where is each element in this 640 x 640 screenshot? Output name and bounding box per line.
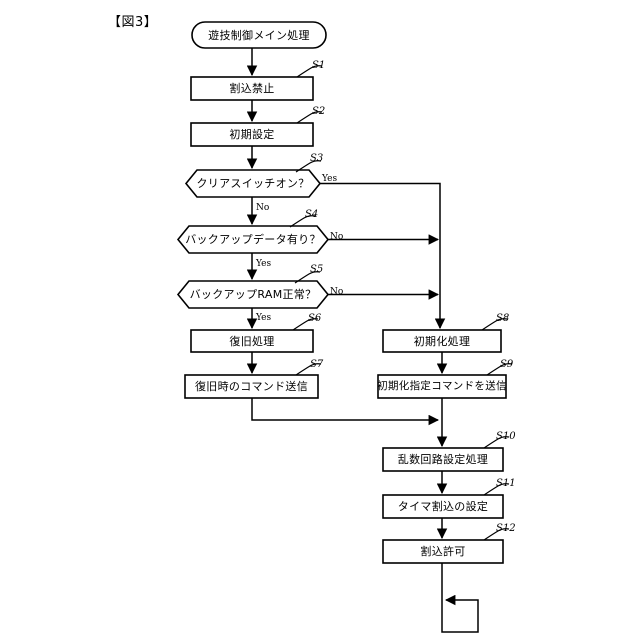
node-label-s9: 初期化指定コマンドを送信 [377,380,507,393]
node-label-s5: バックアップRAM正常？ [189,288,317,301]
leader-s8 [481,318,508,331]
node-label-s4: バックアップデータ有り？ [185,233,321,246]
branch-label-s3-yes: Yes [322,174,338,184]
node-label-s12: 割込許可 [420,545,466,558]
step-label-s12: S12 [496,523,516,534]
node-shapes [176,21,507,564]
node-label-s10: 乱数回路設定処理 [397,453,489,466]
branch-label-s3-no: No [256,203,270,213]
leader-s3 [295,160,322,173]
step-tick-leaders [289,65,513,541]
step-label-s10: S10 [496,431,516,442]
leader-s11 [483,483,510,496]
node-label-s1: 割込禁止 [229,82,275,95]
node-label-s11: タイマ割込の設定 [397,500,489,513]
leader-s4 [289,215,316,228]
shape-s11 [382,494,504,519]
connector-s7-merge [251,398,440,426]
node-label-s2: 初期設定 [229,128,275,141]
step-label-s4: S4 [305,209,319,220]
leader-s9 [486,363,513,376]
branch-label-s4-no: No [330,232,344,242]
node-label-s8: 初期化処理 [413,334,471,348]
step-label-s7: S7 [310,359,324,370]
node-label-s7: 復旧時のコマンド送信 [195,380,308,393]
node-label-s3: クリアスイッチオン？ [196,177,310,190]
connector-s3-yes-rail [320,182,446,330]
node-label-s6: 復旧処理 [229,334,275,348]
step-label-s5: S5 [310,264,324,275]
leader-s12 [483,528,510,541]
step-label-s2: S2 [312,106,326,117]
node-label-start: 遊技制御メイン処理 [208,28,310,42]
step-label-s1: S1 [312,60,326,71]
connectors [246,48,479,633]
leader-s2 [296,111,323,124]
shape-s12 [382,539,504,564]
step-label-s8: S8 [496,313,510,324]
step-label-s3: S3 [310,153,324,164]
step-label-s9: S9 [500,359,514,370]
step-label-s6: S6 [308,313,322,324]
connector-s12-loop [441,563,479,633]
figure-number-label: 【図3】 [108,15,158,30]
leader-s1 [296,65,323,78]
branch-label-s5-yes: Yes [256,313,272,323]
step-label-s11: S11 [496,478,516,489]
branch-label-s4-yes: Yes [256,259,272,269]
leader-s6 [292,318,319,331]
shape-s10 [382,447,504,472]
shape-start [191,21,327,49]
leader-s10 [483,436,510,449]
leader-s7 [295,363,322,376]
leader-s5 [294,271,321,284]
branch-label-s5-no: No [330,287,344,297]
